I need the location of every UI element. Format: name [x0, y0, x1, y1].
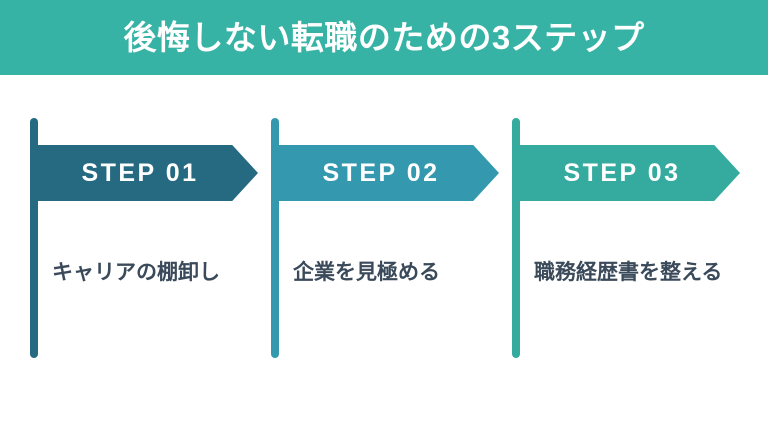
step-label-word-2: STEP — [322, 158, 398, 187]
step-arrow-3: STEP 03 — [516, 145, 740, 201]
steps-container: STEP 01 キャリアの棚卸し STEP 02 企業を見極める STEP 03 職務… — [0, 75, 768, 432]
page-title: 後悔しない転職のための3ステップ — [123, 19, 645, 56]
step-item-2: STEP 02 企業を見極める — [271, 75, 512, 432]
step-label-3: STEP 03 — [563, 158, 681, 187]
step-arrow-2: STEP 02 — [275, 145, 499, 201]
step-item-3: STEP 03 職務経歴書を整える — [512, 75, 753, 432]
step-label-number-2: 02 — [406, 158, 440, 187]
step-rail-1 — [30, 118, 38, 358]
step-label-1: STEP 01 — [81, 158, 199, 187]
step-label-number-3: 03 — [647, 158, 681, 187]
step-label-word-1: STEP — [81, 158, 157, 187]
step-rail-3 — [512, 118, 520, 358]
header-banner: 後悔しない転職のための3ステップ — [0, 0, 768, 75]
step-caption-1: キャリアの棚卸し — [52, 261, 220, 284]
step-arrow-1: STEP 01 — [34, 145, 258, 201]
step-caption-2: 企業を見極める — [293, 261, 440, 284]
step-caption-3: 職務経歴書を整える — [534, 261, 723, 284]
step-item-1: STEP 01 キャリアの棚卸し — [30, 75, 271, 432]
step-label-2: STEP 02 — [322, 158, 440, 187]
step-label-word-3: STEP — [563, 158, 639, 187]
step-rail-2 — [271, 118, 279, 358]
step-label-number-1: 01 — [165, 158, 199, 187]
